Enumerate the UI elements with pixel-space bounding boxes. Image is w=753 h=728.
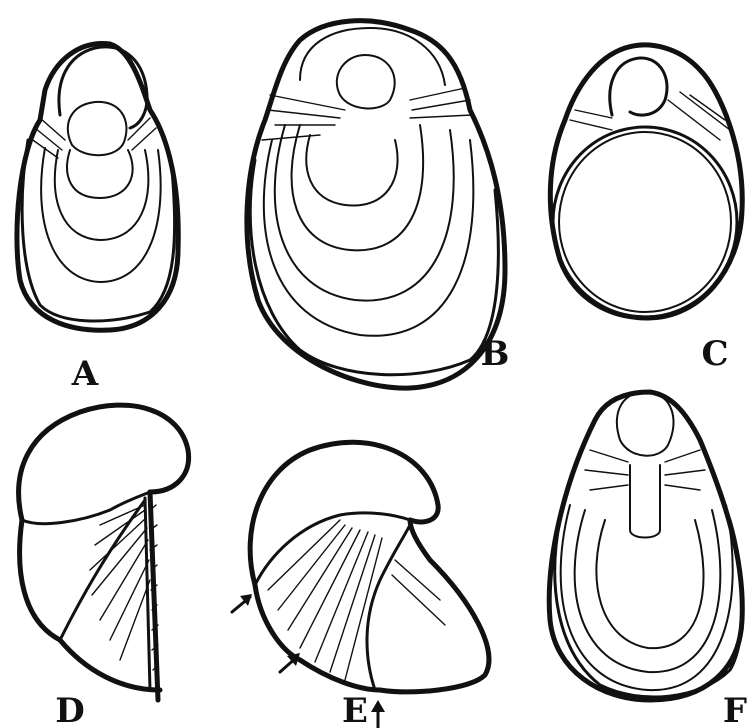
panel-label-a: A (71, 354, 99, 394)
panel-e-drawing (250, 442, 489, 692)
panel-f-drawing (549, 392, 742, 700)
arrow-up-right-icon (232, 594, 252, 612)
panel-c-drawing (550, 45, 742, 318)
arrow-up-right-icon (280, 653, 300, 672)
panel-label-f: F (723, 691, 747, 728)
arrow-up-icon (371, 700, 385, 728)
panel-a-drawing (17, 43, 178, 330)
panel-label-b: B (481, 334, 510, 374)
panel-label-c: C (701, 334, 728, 374)
panel-d-drawing (19, 405, 189, 700)
panel-label-d: D (55, 691, 84, 728)
panel-b-drawing (247, 21, 505, 388)
panel-label-e: E (342, 691, 368, 728)
